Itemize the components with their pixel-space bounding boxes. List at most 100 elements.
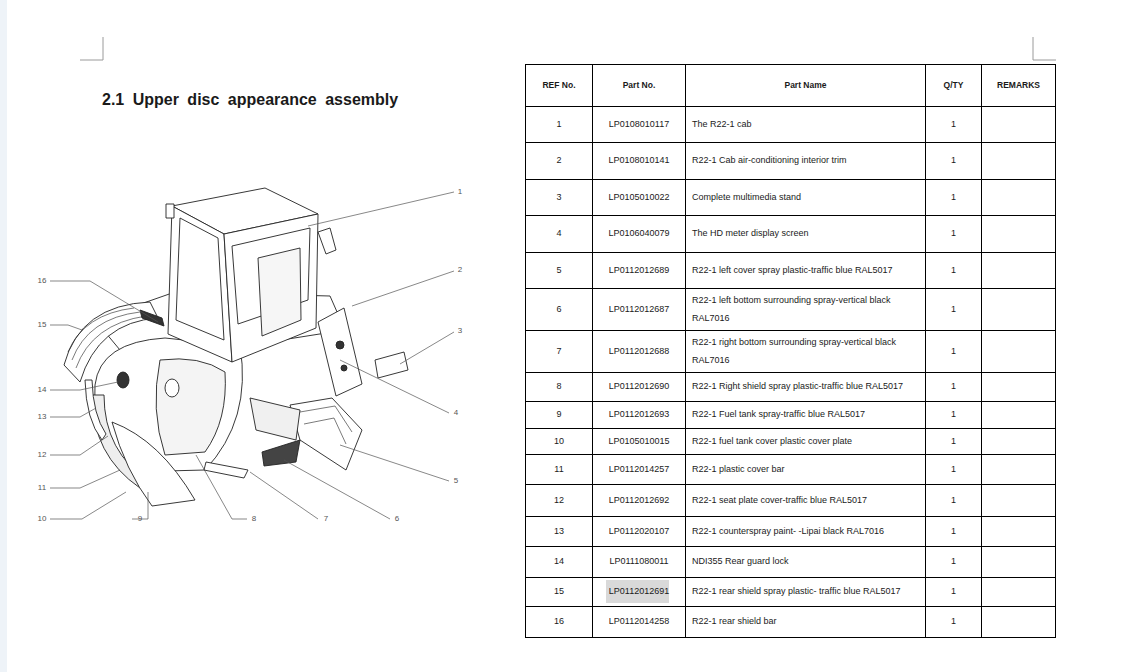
grid-line xyxy=(525,142,1056,143)
part-number: LP0112012688 xyxy=(593,331,685,372)
grid-line xyxy=(525,577,1056,578)
table-header: Q/TY xyxy=(926,65,981,106)
crop-marks xyxy=(80,37,1056,60)
callout-number: 9 xyxy=(138,515,142,523)
part-name: Complete multimedia stand xyxy=(686,180,925,215)
part-number: LP0105010015 xyxy=(593,429,685,454)
part-number: LP0112012690 xyxy=(593,373,685,401)
callout-number: 7 xyxy=(324,515,328,523)
cab-front xyxy=(224,214,318,362)
grid-line xyxy=(525,64,1056,65)
part-number: LP0112012687 xyxy=(593,289,685,330)
quantity: 1 xyxy=(926,216,981,252)
hatch-line xyxy=(68,308,134,352)
grid-line xyxy=(525,64,526,637)
callout-number: 10 xyxy=(38,515,47,523)
leader-line xyxy=(340,445,449,481)
table-header: REF No. xyxy=(526,65,592,106)
part-number: LP0106040079 xyxy=(593,216,685,252)
hatch-line xyxy=(304,418,346,444)
mirror xyxy=(318,228,336,254)
callout-number: 12 xyxy=(38,451,47,459)
quantity: 1 xyxy=(926,607,981,637)
table-header: Part No. xyxy=(593,65,685,106)
callout-number: 11 xyxy=(38,484,46,492)
ref-number: 15 xyxy=(526,578,592,606)
part-number: LP0112012691 xyxy=(593,578,685,606)
quantity: 1 xyxy=(926,485,981,516)
quantity: 1 xyxy=(926,455,981,484)
part-number: LP0108010141 xyxy=(593,143,685,179)
leader-line xyxy=(50,492,126,519)
ref-number: 3 xyxy=(526,180,592,215)
tank-cap xyxy=(165,379,179,397)
excavator-illustration xyxy=(64,188,408,506)
grid-line xyxy=(525,252,1056,253)
ref-number: 10 xyxy=(526,429,592,454)
part-name: R22-1 left cover spray plastic-traffic b… xyxy=(686,253,925,288)
callout-number: 8 xyxy=(252,515,256,523)
fuel-tank xyxy=(156,359,225,455)
leader-line xyxy=(352,271,454,306)
part-name: NDI355 Rear guard lock xyxy=(686,547,925,577)
interior-trim xyxy=(318,308,362,396)
part-number: LP0112012689 xyxy=(593,253,685,288)
callout-number: 16 xyxy=(38,277,47,285)
right-shield xyxy=(290,398,362,470)
part-number: LP0105010022 xyxy=(593,180,685,215)
cab-door xyxy=(258,248,301,336)
part-number: LP0111080011 xyxy=(593,547,685,577)
callout-number: 2 xyxy=(458,266,462,274)
grid-line xyxy=(525,454,1056,455)
trim-hole xyxy=(341,365,347,371)
part-name: The HD meter display screen xyxy=(686,216,925,252)
leader-line xyxy=(50,325,82,330)
quantity: 1 xyxy=(926,429,981,454)
leader-lines xyxy=(50,192,454,519)
ref-number: 14 xyxy=(526,547,592,577)
table-header: REMARKS xyxy=(982,65,1055,106)
grid-line xyxy=(1055,64,1056,637)
grid-line xyxy=(525,106,1056,107)
part-name: R22-1 plastic cover bar xyxy=(686,455,925,484)
grid-line xyxy=(525,330,1056,331)
grid-line xyxy=(525,215,1056,216)
grid-line xyxy=(525,372,1056,373)
cab-light xyxy=(166,204,174,218)
part-number: LP0112012693 xyxy=(593,402,685,428)
part-name: R22-1 seat plate cover-traffic blue RAL5… xyxy=(686,485,925,516)
leader-line xyxy=(50,382,118,390)
ref-number: 1 xyxy=(526,107,592,142)
ref-number: 5 xyxy=(526,253,592,288)
quantity: 1 xyxy=(926,289,981,330)
side-panel xyxy=(112,422,195,506)
ref-number: 6 xyxy=(526,289,592,330)
ref-number: 2 xyxy=(526,143,592,179)
table-header: Part Name xyxy=(686,65,925,106)
ref-number: 9 xyxy=(526,402,592,428)
callout-number: 6 xyxy=(395,515,399,523)
quantity: 1 xyxy=(926,517,981,546)
part-name: R22-1 right bottom surrounding spray-ver… xyxy=(686,331,925,372)
grid-line xyxy=(685,64,686,637)
guard-lock xyxy=(117,372,129,388)
grid-line xyxy=(525,637,1056,638)
grid-line xyxy=(525,179,1056,180)
leader-line xyxy=(400,332,454,364)
leader-line xyxy=(308,192,454,226)
part-number: LP0112012692 xyxy=(593,485,685,516)
ref-number: 12 xyxy=(526,485,592,516)
shield-hatching xyxy=(68,308,146,368)
callout-number: 3 xyxy=(458,327,462,335)
part-name: R22-1 rear shield bar xyxy=(686,607,925,637)
quantity: 1 xyxy=(926,107,981,142)
ref-number: 4 xyxy=(526,216,592,252)
part-name: R22-1 counterspray paint- -Lipai black R… xyxy=(686,517,925,546)
grid-line xyxy=(592,64,593,637)
hatch-line xyxy=(76,316,146,368)
part-name: R22-1 fuel tank cover plastic cover plat… xyxy=(686,429,925,454)
trim-hole xyxy=(336,341,344,349)
callout-number: 1 xyxy=(458,188,462,196)
part-number: LP0108010117 xyxy=(593,107,685,142)
